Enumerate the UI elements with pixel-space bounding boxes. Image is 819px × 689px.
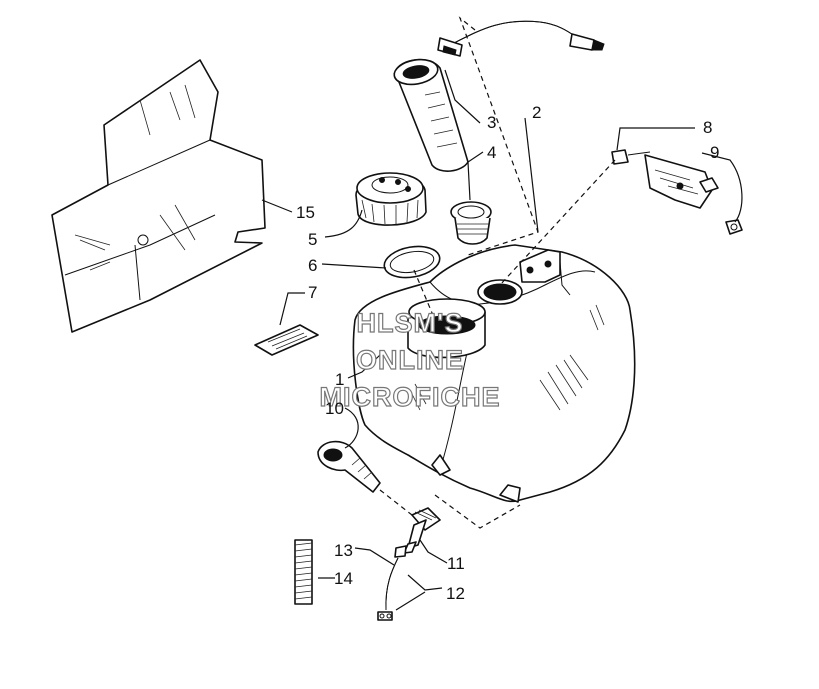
hose-spring-part-14: [294, 539, 313, 605]
watermark-line-3: MICROFICHE: [320, 382, 501, 412]
callout-9: 9: [710, 143, 719, 162]
bolt-bracket-parts-8-9: [611, 149, 743, 235]
watermark-line-2: ONLINE: [356, 345, 464, 375]
filler-neck-part-4: [450, 201, 492, 245]
callout-labels: 2 3 4 8 9 15 5 6 7 1 10 11 13 14 12: [296, 103, 719, 603]
watermark-line-1: HLSM'S: [357, 308, 464, 338]
callout-15: 15: [296, 203, 315, 222]
heat-shield-part-15: [51, 59, 266, 333]
clamp-part-10: [317, 440, 381, 493]
callout-11: 11: [447, 554, 465, 573]
callout-3: 3: [487, 113, 496, 132]
callout-6: 6: [308, 256, 317, 275]
fuel-tank-part-1: [352, 244, 636, 503]
fuel-gauge-part-3: [393, 58, 469, 172]
fuel-cap-part-5: [355, 172, 427, 226]
callout-1: 1: [335, 370, 344, 389]
callout-12: 12: [446, 584, 465, 603]
fuel-fitting-part-11: [403, 507, 441, 554]
fuel-sender-line-part-2: [437, 20, 605, 57]
leader-lines: [261, 16, 743, 611]
callout-13: 13: [334, 541, 353, 560]
watermark: HLSM'S ONLINE MICROFICHE: [319, 307, 501, 412]
callout-7: 7: [308, 283, 317, 302]
callout-14: 14: [334, 569, 353, 588]
callout-4: 4: [487, 143, 496, 162]
callout-8: 8: [703, 118, 712, 137]
callout-10: 10: [325, 399, 344, 418]
callout-2: 2: [532, 103, 541, 122]
decal-part-7: [254, 324, 319, 356]
gasket-part-6: [383, 245, 441, 279]
callout-5: 5: [308, 230, 317, 249]
fuel-hose-parts-12-13: [377, 545, 407, 621]
